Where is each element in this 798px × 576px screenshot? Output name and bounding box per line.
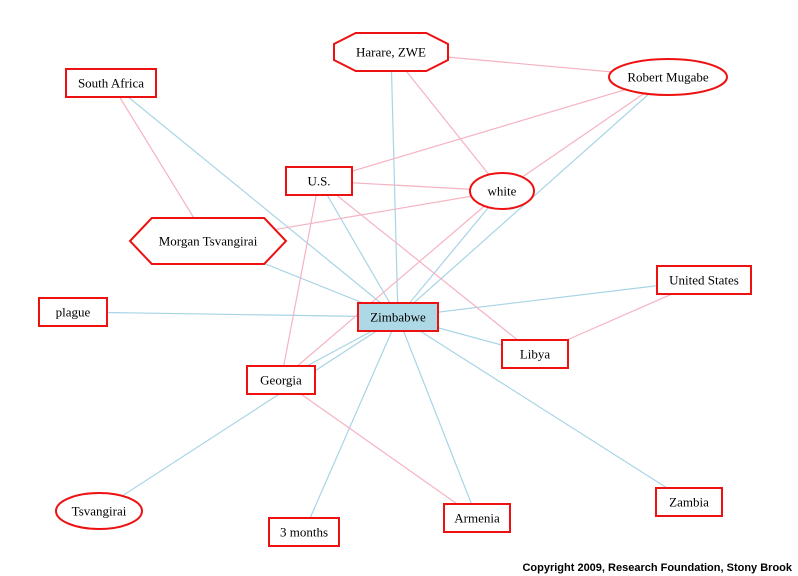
edge-zimbabwe-three_months bbox=[303, 316, 399, 533]
edge-zimbabwe-zambia bbox=[397, 316, 690, 503]
node-shape-ellipse bbox=[55, 492, 143, 530]
edge-georgia-armenia bbox=[280, 379, 478, 519]
node-robert-mugabe[interactable]: Robert Mugabe bbox=[608, 58, 728, 96]
node-us-abbr[interactable]: U.S. bbox=[285, 166, 353, 196]
node-label: Armenia bbox=[454, 511, 500, 526]
edge-robert_mugabe-us_abbr bbox=[318, 76, 669, 182]
node-zambia[interactable]: Zambia bbox=[655, 487, 723, 517]
edge-harare-white bbox=[390, 51, 503, 192]
edge-zimbabwe-united_states bbox=[397, 279, 705, 318]
copyright-notice: Copyright 2009, Research Foundation, Sto… bbox=[522, 562, 792, 574]
edge-south_africa-morgan_tsvangirai bbox=[110, 82, 209, 242]
node-shape-box bbox=[656, 265, 752, 295]
node-tsvangirai[interactable]: Tsvangirai bbox=[55, 492, 143, 530]
node-label: Robert Mugabe bbox=[627, 70, 708, 85]
node-shape-box bbox=[285, 166, 353, 196]
edge-zimbabwe-plague bbox=[72, 311, 399, 318]
node-harare[interactable]: Harare, ZWE bbox=[333, 32, 449, 72]
node-morgan-tsvangirai[interactable]: Morgan Tsvangirai bbox=[128, 217, 288, 265]
node-shape-box bbox=[443, 503, 511, 533]
node-shape-box bbox=[268, 517, 340, 547]
edge-zimbabwe-harare bbox=[390, 51, 399, 318]
node-label: U.S. bbox=[307, 174, 330, 189]
node-libya[interactable]: Libya bbox=[501, 339, 569, 369]
node-label: Zambia bbox=[669, 495, 709, 510]
node-white[interactable]: white bbox=[469, 172, 535, 210]
node-label: Morgan Tsvangirai bbox=[159, 234, 258, 249]
node-label: South Africa bbox=[78, 76, 144, 91]
node-shape-ellipse bbox=[608, 58, 728, 96]
node-label: United States bbox=[669, 273, 739, 288]
node-georgia[interactable]: Georgia bbox=[246, 365, 316, 395]
node-shape-ellipse bbox=[469, 172, 535, 210]
node-shape-octagon bbox=[333, 32, 449, 72]
node-shape-box bbox=[501, 339, 569, 369]
nodes-layer: Zimbabwe Harare, ZWE South Africa Robert Mu… bbox=[38, 32, 752, 547]
edge-us_abbr-georgia bbox=[280, 180, 320, 381]
node-label: Libya bbox=[520, 347, 551, 362]
node-label: Harare, ZWE bbox=[356, 45, 426, 60]
node-label: Zimbabwe bbox=[370, 310, 426, 325]
edge-zimbabwe-south_africa bbox=[110, 82, 399, 318]
node-shape-box bbox=[655, 487, 723, 517]
edge-zimbabwe-us_abbr bbox=[318, 180, 399, 318]
node-zimbabwe[interactable]: Zimbabwe bbox=[357, 302, 439, 332]
edge-zimbabwe-white bbox=[397, 190, 503, 318]
node-label: white bbox=[488, 184, 517, 199]
node-label: Tsvangirai bbox=[72, 504, 127, 519]
edge-zimbabwe-tsvangirai bbox=[98, 316, 399, 512]
edge-zimbabwe-armenia bbox=[397, 316, 478, 519]
node-label: Georgia bbox=[260, 373, 302, 388]
edge-white-georgia bbox=[280, 190, 503, 381]
edge-us_abbr-libya bbox=[318, 180, 536, 355]
node-shape-box bbox=[246, 365, 316, 395]
node-shape-hexagon bbox=[128, 217, 288, 265]
node-shape-box bbox=[357, 302, 439, 332]
node-south-africa[interactable]: South Africa bbox=[65, 68, 157, 98]
node-shape-box bbox=[65, 68, 157, 98]
node-plague[interactable]: plague bbox=[38, 297, 108, 327]
node-three-months[interactable]: 3 months bbox=[268, 517, 340, 547]
node-armenia[interactable]: Armenia bbox=[443, 503, 511, 533]
node-label: 3 months bbox=[280, 525, 328, 540]
node-united-states[interactable]: United States bbox=[656, 265, 752, 295]
node-label: plague bbox=[56, 305, 91, 320]
edge-robert_mugabe-white bbox=[501, 76, 669, 192]
node-shape-box bbox=[38, 297, 108, 327]
edges-layer bbox=[72, 51, 705, 533]
